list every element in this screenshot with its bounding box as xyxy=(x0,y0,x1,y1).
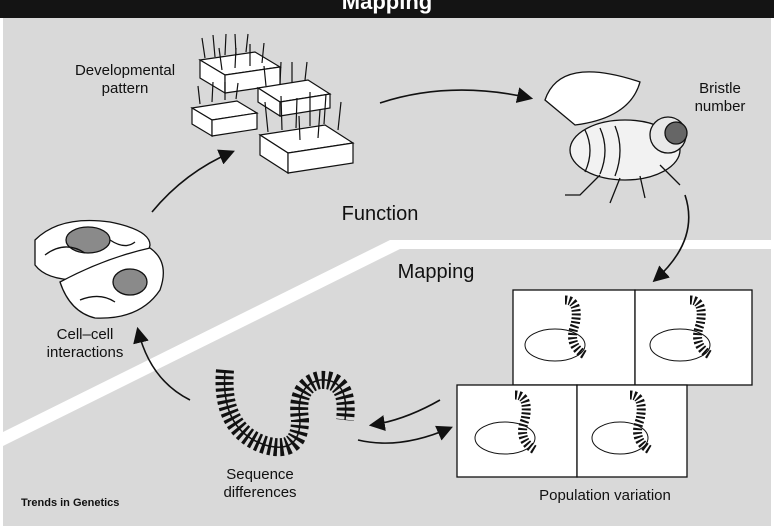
region-label-function: Function xyxy=(320,202,440,226)
label-cell-interactions: Cell–cell interactions xyxy=(20,326,150,362)
label-developmental-line-1: Developmental xyxy=(55,62,195,80)
header-bar: Mapping xyxy=(0,0,774,18)
label-sequence-line-2: differences xyxy=(200,484,320,502)
label-bristle-number: Bristle number xyxy=(670,80,770,116)
label-bristle-line-1: Bristle xyxy=(670,80,770,98)
label-cell-line-2: interactions xyxy=(20,344,150,362)
label-developmental-pattern: Developmental pattern xyxy=(55,62,195,98)
label-bristle-line-2: number xyxy=(670,98,770,116)
label-sequence-differences: Sequence differences xyxy=(200,466,320,502)
header-title: Mapping xyxy=(342,0,432,14)
label-population-variation: Population variation xyxy=(495,487,715,505)
label-cell-line-1: Cell–cell xyxy=(20,326,150,344)
label-developmental-line-2: pattern xyxy=(55,80,195,98)
region-label-mapping: Mapping xyxy=(376,260,496,284)
credit-text: Trends in Genetics xyxy=(21,497,119,509)
label-sequence-line-1: Sequence xyxy=(200,466,320,484)
